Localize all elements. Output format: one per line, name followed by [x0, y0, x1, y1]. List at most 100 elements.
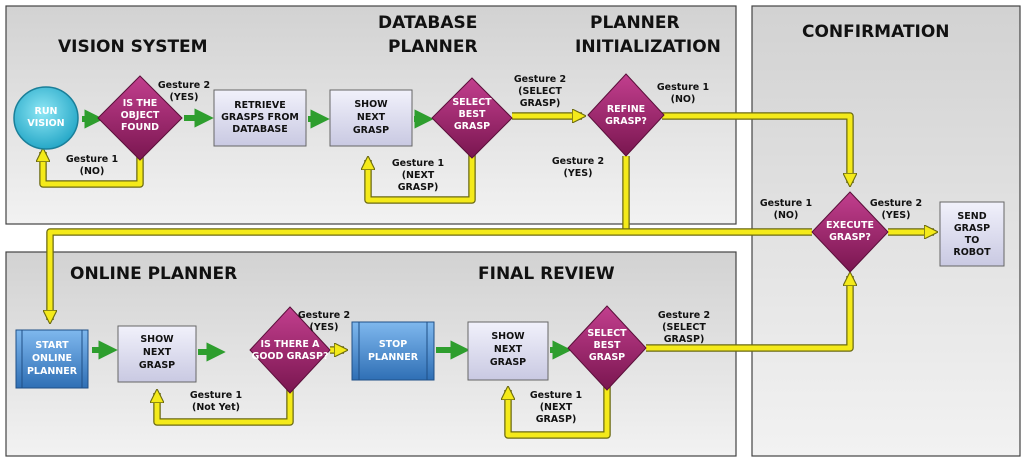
svg-text:GRASP): GRASP) — [536, 414, 577, 425]
svg-text:(YES): (YES) — [310, 322, 339, 333]
object-found-decision: IS THE OBJECT FOUND — [97, 75, 183, 161]
edge-label-refine-yes: Gesture 2 (YES) — [552, 156, 604, 179]
svg-text:IS THE: IS THE — [123, 98, 158, 109]
edge-label-refine-no: Gesture 1 (NO) — [657, 82, 709, 105]
svg-text:TO: TO — [965, 235, 980, 246]
svg-text:GRASPS FROM: GRASPS FROM — [221, 112, 299, 123]
svg-text:(NO): (NO) — [671, 94, 696, 105]
svg-text:GRASP: GRASP — [454, 121, 490, 132]
section-final-review: FINAL REVIEW — [478, 264, 615, 284]
svg-text:GRASP): GRASP) — [664, 334, 705, 345]
run-vision-node: RUN VISION — [13, 86, 79, 150]
show-next-grasp-online-box: SHOW NEXT GRASP — [117, 325, 197, 383]
svg-text:NEXT: NEXT — [357, 112, 386, 123]
edge-label-db-next: Gesture 1 (NEXT GRASP) — [392, 158, 444, 193]
svg-text:(NO): (NO) — [774, 210, 799, 221]
svg-text:FOUND: FOUND — [121, 122, 159, 133]
good-grasp-decision: IS THERE A GOOD GRASP? — [249, 306, 331, 394]
svg-text:Gesture 1: Gesture 1 — [657, 82, 709, 93]
svg-text:SELECT: SELECT — [452, 97, 492, 108]
refine-grasp-decision: REFINE GRASP? — [587, 73, 665, 157]
svg-text:OBJECT: OBJECT — [121, 110, 160, 121]
show-next-grasp-db-box: SHOW NEXT GRASP — [329, 89, 413, 147]
svg-text:EXECUTE: EXECUTE — [826, 220, 874, 231]
svg-text:(NEXT: (NEXT — [402, 170, 435, 181]
edge-label-final-select: Gesture 2 (SELECT GRASP) — [658, 310, 710, 345]
svg-text:GRASP): GRASP) — [520, 98, 561, 109]
section-planner-init-2: INITIALIZATION — [575, 37, 721, 57]
svg-text:Gesture 1: Gesture 1 — [392, 158, 444, 169]
svg-text:Gesture 2: Gesture 2 — [870, 198, 922, 209]
svg-text:SHOW: SHOW — [140, 334, 174, 345]
svg-text:RETRIEVE: RETRIEVE — [234, 100, 285, 111]
svg-text:RUN: RUN — [35, 106, 58, 117]
svg-text:Gesture 2: Gesture 2 — [298, 310, 350, 321]
svg-text:GRASP: GRASP — [589, 352, 625, 363]
section-database-planner-2: PLANNER — [388, 37, 478, 57]
svg-text:Gesture 2: Gesture 2 — [514, 74, 566, 85]
svg-text:GRASP): GRASP) — [398, 182, 439, 193]
svg-text:(YES): (YES) — [170, 92, 199, 103]
svg-text:Gesture 2: Gesture 2 — [552, 156, 604, 167]
svg-text:(YES): (YES) — [564, 168, 593, 179]
svg-text:GOOD GRASP?: GOOD GRASP? — [252, 351, 329, 362]
svg-text:(SELECT: (SELECT — [518, 86, 562, 97]
svg-text:BEST: BEST — [593, 340, 621, 351]
svg-text:VISION: VISION — [27, 118, 64, 129]
edge-label-online-yes: Gesture 2 (YES) — [298, 310, 350, 333]
svg-text:STOP: STOP — [379, 339, 407, 350]
section-online-planner: ONLINE PLANNER — [70, 264, 237, 284]
start-online-planner-box: START ONLINE PLANNER — [15, 329, 89, 389]
svg-text:GRASP: GRASP — [954, 223, 990, 234]
select-best-grasp-db-decision: SELECT BEST GRASP — [431, 77, 513, 159]
svg-text:(YES): (YES) — [882, 210, 911, 221]
svg-text:Gesture 2: Gesture 2 — [658, 310, 710, 321]
green-arrows — [82, 108, 572, 362]
edge-label-execute-yes: Gesture 2 (YES) — [870, 198, 922, 221]
send-grasp-box: SEND GRASP TO ROBOT — [939, 201, 1005, 267]
svg-text:(NEXT: (NEXT — [540, 402, 573, 413]
svg-text:SHOW: SHOW — [354, 99, 388, 110]
svg-text:DATABASE: DATABASE — [232, 124, 288, 135]
svg-text:NEXT: NEXT — [494, 344, 523, 355]
svg-text:REFINE: REFINE — [607, 104, 645, 115]
svg-text:ONLINE: ONLINE — [32, 353, 72, 364]
edge-label-vision-yes: Gesture 2 (YES) — [158, 80, 210, 103]
select-best-grasp-final-decision: SELECT BEST GRASP — [567, 305, 647, 391]
svg-text:GRASP: GRASP — [490, 357, 526, 368]
edge-label-db-select: Gesture 2 (SELECT GRASP) — [514, 74, 566, 109]
retrieve-grasps-box: RETRIEVE GRASPS FROM DATABASE — [213, 89, 307, 147]
edge-label-execute-no: Gesture 1 (NO) — [760, 198, 812, 221]
stop-planner-box: STOP PLANNER — [351, 321, 435, 381]
svg-text:Gesture 1: Gesture 1 — [530, 390, 582, 401]
svg-text:(SELECT: (SELECT — [662, 322, 706, 333]
edge-label-online-notyet: Gesture 1 (Not Yet) — [190, 390, 242, 413]
svg-text:Gesture 1: Gesture 1 — [190, 390, 242, 401]
svg-text:SHOW: SHOW — [491, 331, 525, 342]
section-database-planner-1: DATABASE — [378, 13, 477, 33]
svg-text:BEST: BEST — [458, 109, 486, 120]
svg-text:PLANNER: PLANNER — [368, 352, 419, 363]
svg-text:GRASP: GRASP — [353, 125, 389, 136]
svg-text:(Not Yet): (Not Yet) — [192, 402, 240, 413]
svg-text:Gesture 1: Gesture 1 — [760, 198, 812, 209]
svg-text:SEND: SEND — [957, 211, 986, 222]
svg-text:(NO): (NO) — [80, 166, 105, 177]
svg-text:GRASP?: GRASP? — [829, 232, 871, 243]
svg-text:SELECT: SELECT — [587, 328, 627, 339]
svg-text:ROBOT: ROBOT — [953, 247, 991, 258]
execute-grasp-decision: EXECUTE GRASP? — [811, 191, 889, 273]
svg-text:Gesture 1: Gesture 1 — [66, 154, 118, 165]
edge-label-vision-no: Gesture 1 (NO) — [66, 154, 118, 177]
section-vision-system: VISION SYSTEM — [58, 37, 208, 57]
svg-text:IS THERE A: IS THERE A — [260, 339, 320, 350]
yellow-loops — [43, 116, 934, 439]
section-planner-init-1: PLANNER — [590, 13, 680, 33]
svg-text:Gesture 2: Gesture 2 — [158, 80, 210, 91]
svg-text:NEXT: NEXT — [143, 347, 172, 358]
svg-text:PLANNER: PLANNER — [27, 366, 78, 377]
svg-text:GRASP: GRASP — [139, 360, 175, 371]
svg-text:GRASP?: GRASP? — [605, 116, 647, 127]
show-next-grasp-final-box: SHOW NEXT GRASP — [467, 321, 549, 381]
